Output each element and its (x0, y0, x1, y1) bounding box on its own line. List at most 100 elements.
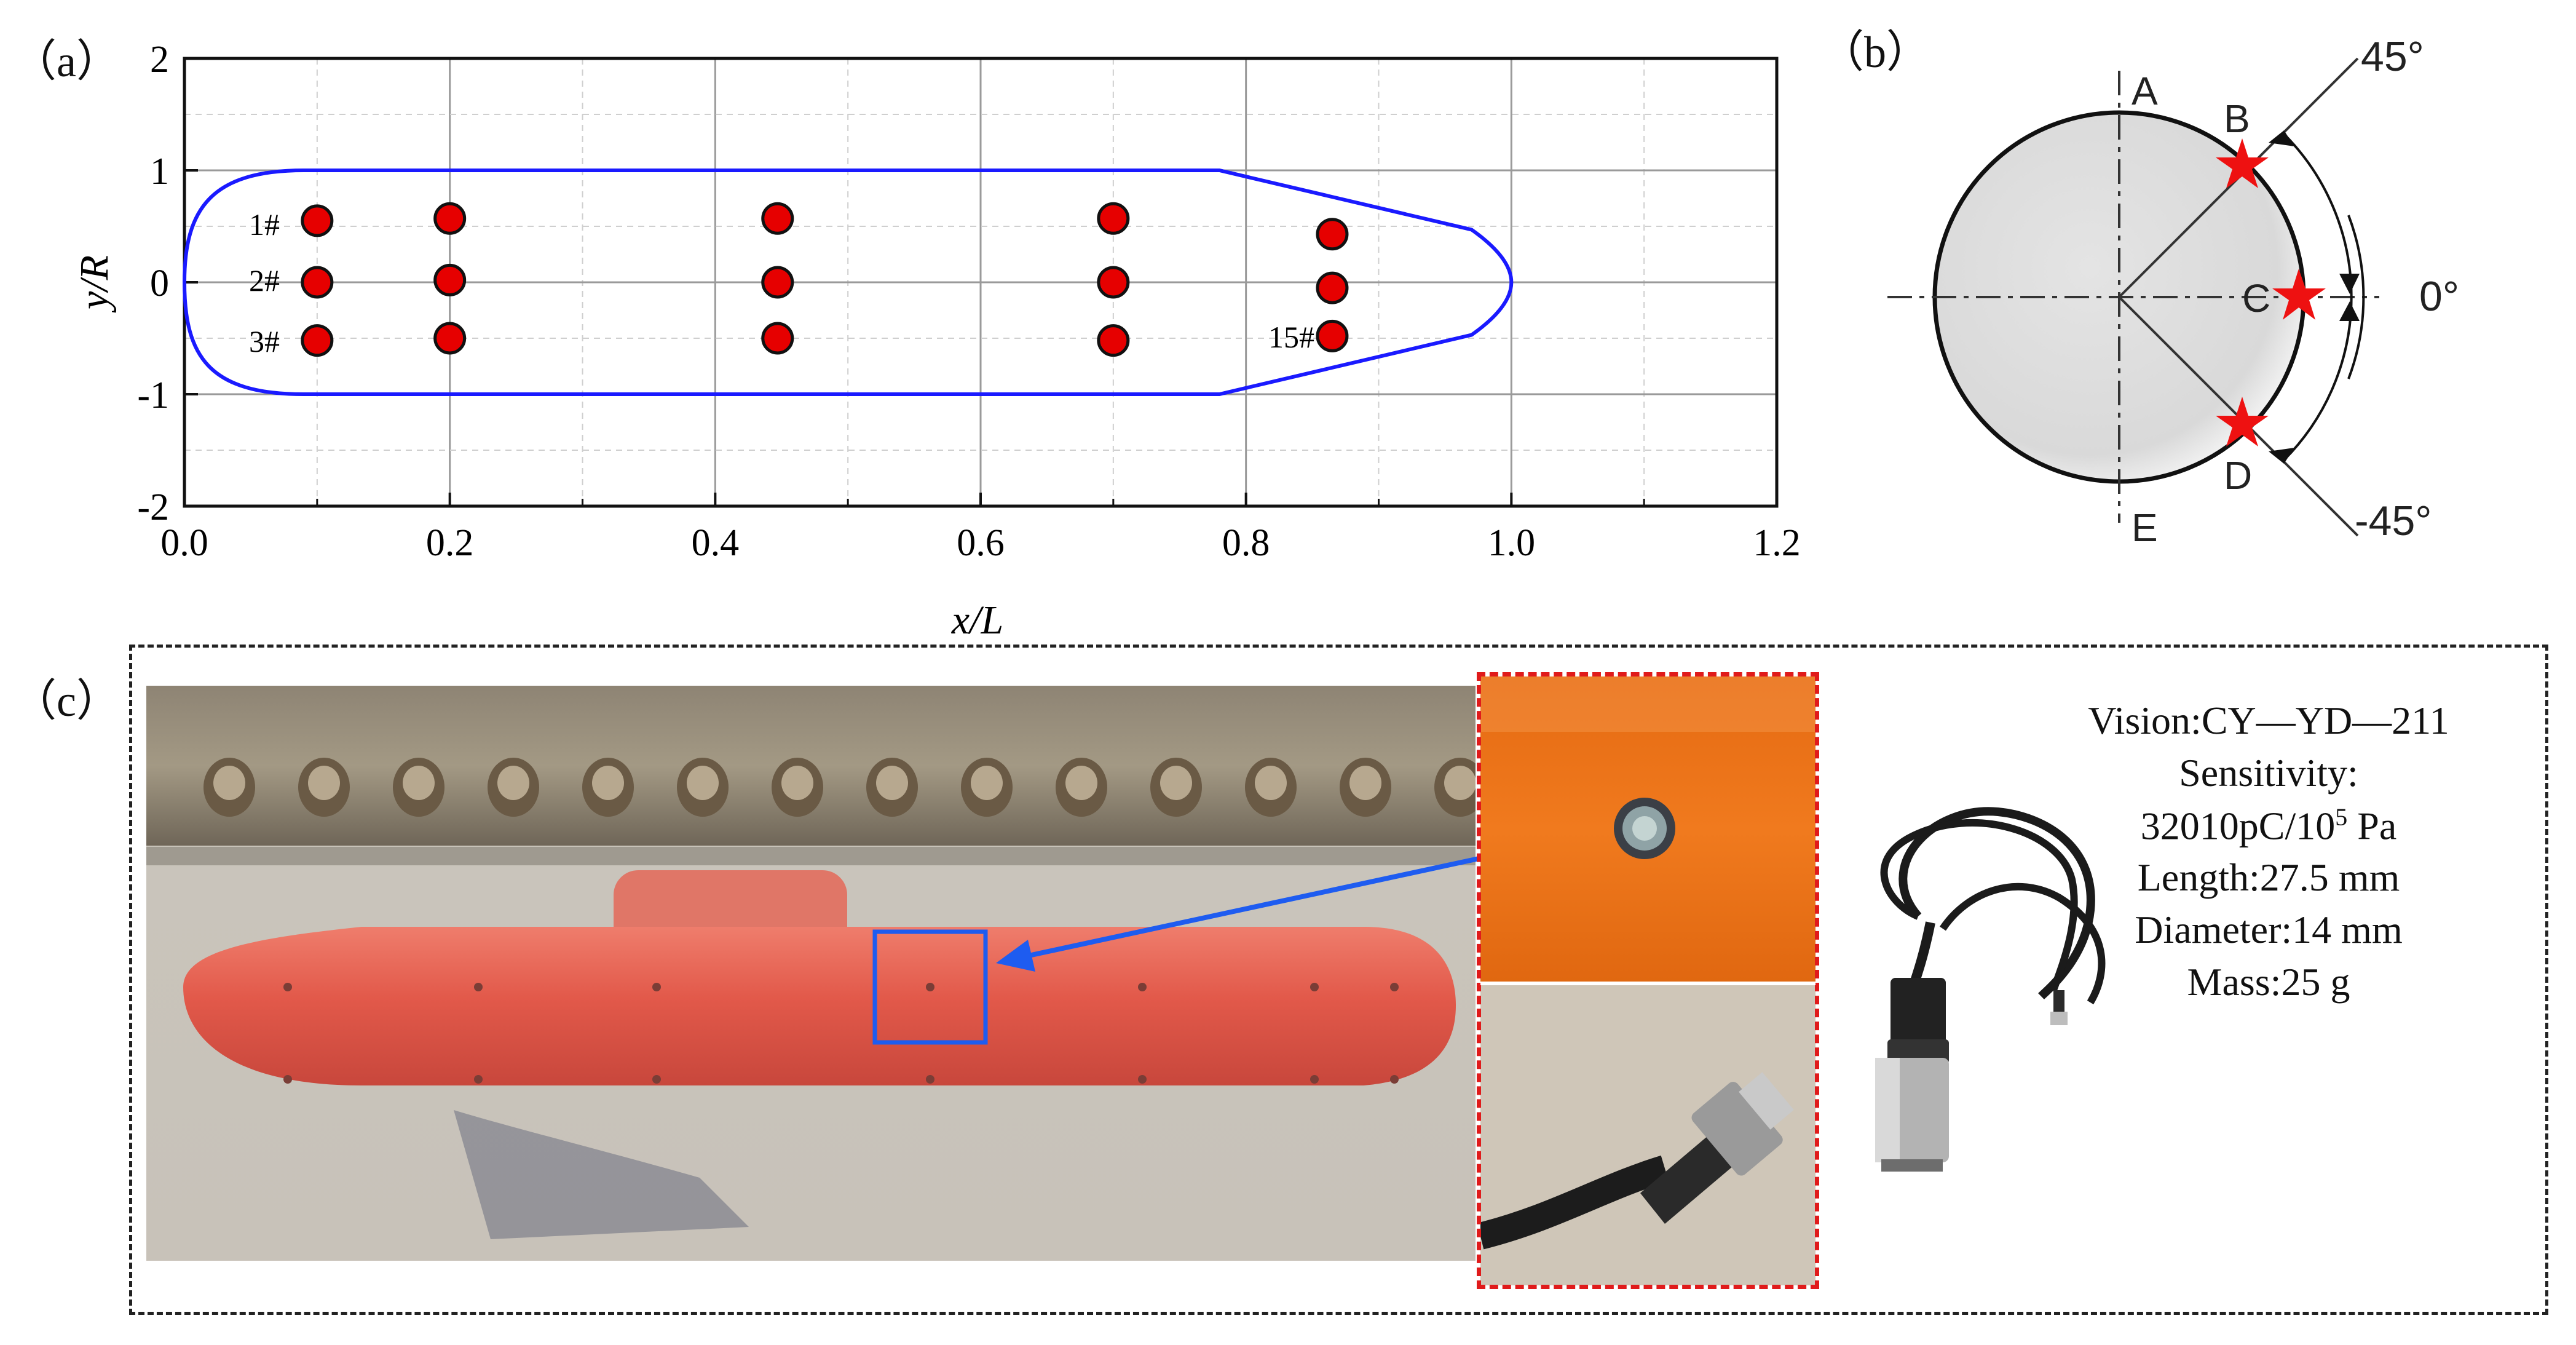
spec-vision: Vision:CY—YD—211 (2088, 699, 2449, 742)
star-c (2272, 269, 2326, 320)
arrowhead-lower (2269, 448, 2294, 464)
spec-sensitivity-unit: Pa (2347, 804, 2397, 848)
hull-hole (1390, 983, 1399, 991)
bolt-head (971, 766, 1003, 800)
bolt-head (876, 766, 908, 800)
sensor-point (1097, 266, 1130, 299)
hull-hole (474, 1075, 483, 1084)
zoom-arrow (996, 855, 1482, 972)
hull-hole (1138, 1075, 1147, 1084)
star-d (2216, 397, 2269, 446)
rail-bolts (203, 758, 1476, 817)
point-label-b: B (2224, 97, 2250, 141)
hull-hole (1390, 1075, 1399, 1084)
sensor-point (1316, 218, 1349, 251)
x-tick-label: 0.6 (957, 522, 1005, 564)
closeup-photos-dashed-frame (1477, 672, 1819, 1289)
hull-hole (1310, 1075, 1319, 1084)
x-tick-label: 1.0 (1488, 522, 1536, 564)
bolt-head (1065, 766, 1097, 800)
angle-label-0: 0° (2419, 273, 2459, 320)
sensor-point (1097, 202, 1130, 235)
y-tick-label: 1 (150, 151, 169, 192)
spec-length: Length:27.5 mm (2137, 855, 2400, 899)
sensor-label-3: 3# (249, 324, 280, 359)
sensor-point (761, 202, 794, 235)
bolt-head (781, 766, 813, 800)
spec-sensitivity-exponent: 5 (2335, 803, 2348, 831)
bolt-head (213, 766, 245, 800)
hull-hole (652, 1075, 661, 1084)
hull-hole (652, 983, 661, 991)
accelerometer-closeup-photo (1480, 984, 1815, 1285)
sensor-point (1316, 319, 1349, 352)
x-axis-label: x/L (951, 598, 1003, 643)
panel-c-dashed-frame (129, 645, 2548, 1315)
x-tick-label: 0.4 (692, 522, 740, 564)
y-tick-label: 0 (150, 263, 169, 304)
zoom-box (872, 929, 988, 1045)
x-tick-label: 0.2 (426, 522, 474, 564)
model-hull (183, 927, 1456, 1085)
hull-hole (283, 1075, 292, 1084)
sensor-label-1: 1# (249, 207, 280, 242)
hull-outline-path (182, 169, 1514, 396)
y-tick-label: -2 (137, 486, 169, 528)
arrowhead-upper (2269, 130, 2294, 146)
hull-hole (1138, 983, 1147, 991)
x-tick-label: 0.0 (160, 522, 208, 564)
angle-arc (2283, 133, 2353, 461)
bolt-head (308, 766, 340, 800)
sensor-point (433, 263, 467, 296)
hull-hole (1310, 983, 1319, 991)
sensor-label-15: 15# (1268, 320, 1314, 354)
bolt-head (1349, 766, 1381, 800)
bolt-head (687, 766, 719, 800)
spec-mass: Mass:25 g (2187, 960, 2350, 1004)
y-axis-label: y/R (72, 255, 117, 313)
hull-hole (474, 983, 483, 991)
spec-sensitivity-value: 32010pC/105 Pa (2035, 803, 2502, 849)
spec-sensitivity-number: 32010pC/10 (2140, 804, 2336, 848)
bolt-head (403, 766, 435, 800)
point-label-a: A (2132, 69, 2158, 113)
bolt-head (1255, 766, 1287, 800)
hull-outline (182, 169, 1514, 396)
arrowhead-mid-down (2339, 301, 2360, 321)
sensor-point (433, 202, 467, 235)
hull-hole (926, 983, 934, 991)
hull-sensor-holes (283, 983, 1399, 1084)
spec-sensitivity-label: Sensitivity: (2179, 751, 2358, 795)
hull-hole (926, 1075, 934, 1084)
arrowhead-mid-up (2339, 274, 2360, 294)
y-tick-label: -1 (137, 375, 169, 416)
bolt-head (497, 766, 529, 800)
sensor-closeup-photo (1480, 676, 1815, 984)
panel-b-label: （b） (1820, 28, 1931, 77)
cross-section-diagram: A B C D E 45° 0° -45° (1887, 33, 2459, 550)
panel-c-label: （c） (12, 676, 121, 726)
angle-label-45: 45° (2361, 33, 2424, 80)
sensor-point (1097, 324, 1130, 357)
y-tick-label: 2 (150, 39, 169, 81)
sensor-point (761, 266, 794, 299)
sensor-point (301, 266, 334, 299)
star-b (2216, 138, 2269, 188)
panel-a-label: （a） (12, 37, 121, 86)
sensor-point (433, 322, 467, 355)
accelerometer-photo (1875, 807, 2106, 1172)
sensor-label-2: 2# (249, 263, 280, 298)
closeup-photos-divider (1480, 982, 1815, 985)
sensor-points (301, 202, 1349, 357)
sensor-point (301, 324, 334, 357)
spec-diameter: Diameter:14 mm (2135, 908, 2403, 951)
bolt-head (592, 766, 624, 800)
chart-grid (184, 58, 1777, 506)
angle-label-minus-45: -45° (2355, 498, 2432, 544)
bolt-head (1444, 766, 1476, 800)
sensor-point (301, 204, 334, 237)
point-label-c: C (2242, 276, 2270, 320)
point-label-e: E (2132, 506, 2158, 550)
